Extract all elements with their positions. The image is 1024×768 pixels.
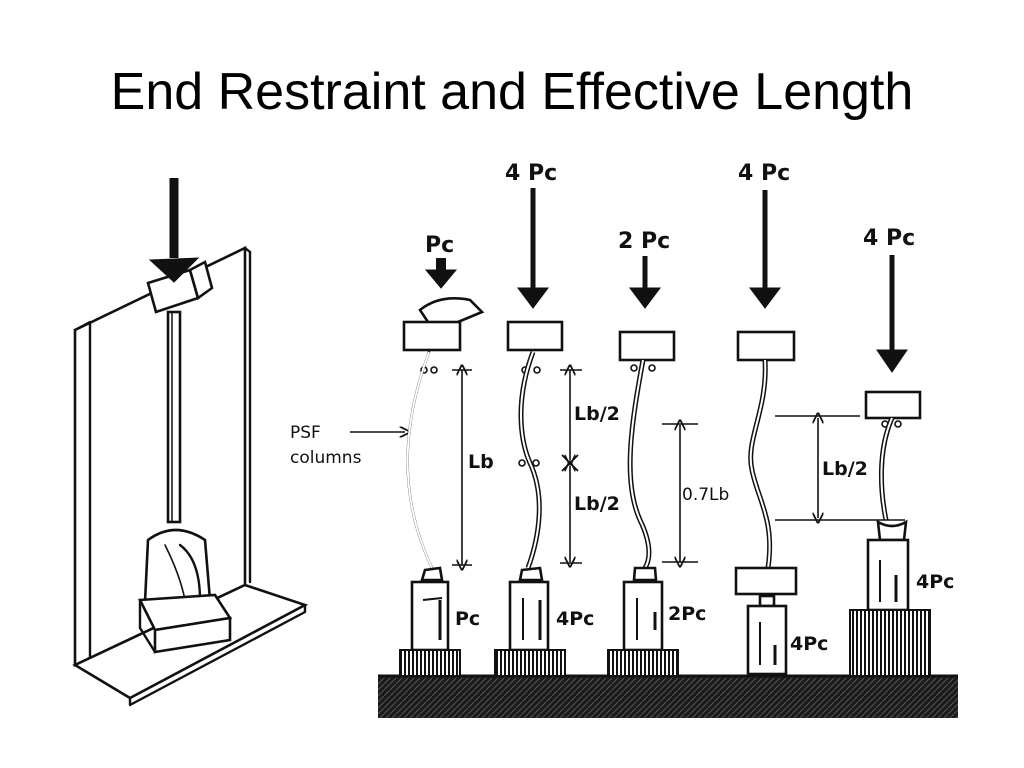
case-5-top-load: 4 Pc [863,226,915,251]
case-3-top-cap [618,330,676,362]
case-4-top-cap [736,330,796,362]
case-5-length-label: Lb/2 [822,458,868,480]
case-2-length-label-top: Lb/2 [574,403,620,425]
case-1-top-cap [402,320,462,352]
case-2-top-cap [506,320,564,352]
psf-label-line1: PSF [290,423,321,443]
psf-label-line2: columns [290,448,362,468]
hand-sketch [418,297,485,330]
case-2-braced-midpoint: 4 Pc Lb/2 Lb/2 4Pc [494,161,620,677]
case-4-top-load: 4 Pc [738,161,790,186]
case-5-base-load: 4Pc [916,571,954,593]
case-4-base-load: 4Pc [790,633,828,655]
case-5-top-cap [864,390,922,420]
case-4-lower-cap [734,566,798,596]
case-4-fixed-fixed: 4 Pc 4Pc [734,161,828,676]
case-3-base-load: 2Pc [668,603,706,625]
case-1-length-label: Lb [468,451,494,473]
ground-strip [378,676,958,718]
apparatus-column [166,310,182,524]
case-1-top-load: Pc [425,233,454,258]
case-1-pinned-pinned: Pc Lb Pc [399,233,494,677]
test-apparatus-illustration [72,178,309,707]
case-2-base-load: 4Pc [556,608,594,630]
apparatus-bottom-mount [143,528,212,604]
case-1-base-load: Pc [455,608,480,630]
case-3-top-load: 2 Pc [618,229,670,254]
case-3-length-label: 0.7Lb [682,485,729,505]
psf-columns-label: PSF columns [290,423,405,468]
case-2-top-load: 4 Pc [505,161,557,186]
case-5-fixed-base-short: 4 Pc Lb/2 4Pc [775,226,954,677]
slide-title: End Restraint and Effective Length [110,63,914,121]
case-2-length-label-bottom: Lb/2 [574,493,620,515]
case-3-fixed-pinned: 2 Pc 0.7Lb 2Pc [607,229,729,677]
